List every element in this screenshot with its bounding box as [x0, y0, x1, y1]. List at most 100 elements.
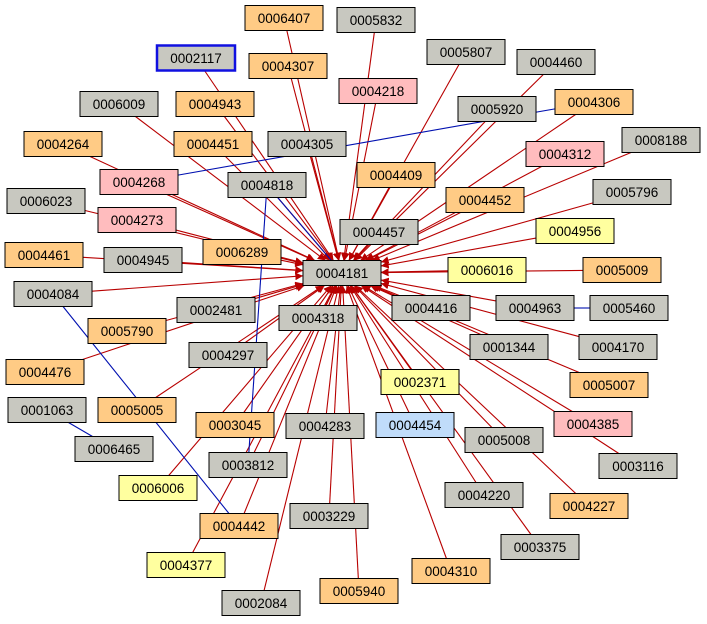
node-box[interactable] [535, 218, 615, 244]
node-box[interactable] [195, 412, 275, 438]
node-0002481[interactable]: 0002481 [176, 297, 256, 323]
node-0004306[interactable]: 0004306 [554, 89, 634, 115]
node-box[interactable] [199, 513, 279, 539]
node-0005008[interactable]: 0005008 [464, 427, 544, 453]
node-0004264[interactable]: 0004264 [23, 131, 103, 157]
node-0004307[interactable]: 0004307 [248, 53, 328, 79]
node-0003045[interactable]: 0003045 [195, 412, 275, 438]
node-box[interactable] [103, 247, 183, 273]
node-box[interactable] [87, 318, 167, 344]
node-0005005[interactable]: 0005005 [97, 397, 177, 423]
node-0005832[interactable]: 0005832 [336, 7, 416, 33]
node-box[interactable] [411, 558, 491, 584]
node-0005920[interactable]: 0005920 [457, 96, 537, 122]
node-0004084[interactable]: 0004084 [13, 281, 93, 307]
node-0005940[interactable]: 0005940 [319, 578, 399, 604]
node-0004227[interactable]: 0004227 [549, 493, 629, 519]
node-0004273[interactable]: 0004273 [97, 207, 177, 233]
node-box[interactable] [221, 590, 301, 616]
node-box[interactable] [319, 578, 399, 604]
node-0004181[interactable]: 0004181 [302, 260, 382, 286]
node-box[interactable] [589, 295, 669, 321]
node-box[interactable] [155, 44, 237, 72]
node-0004442[interactable]: 0004442 [199, 513, 279, 539]
node-box[interactable] [582, 257, 662, 283]
node-box[interactable] [598, 453, 678, 479]
node-box[interactable] [79, 91, 159, 117]
node-0005807[interactable]: 0005807 [426, 39, 506, 65]
node-box[interactable] [118, 475, 198, 501]
node-0006023[interactable]: 0006023 [6, 188, 86, 214]
node-0004305[interactable]: 0004305 [267, 131, 347, 157]
node-box[interactable] [495, 295, 575, 321]
node-0004451[interactable]: 0004451 [173, 131, 253, 157]
node-0003229[interactable]: 0003229 [289, 503, 369, 529]
node-box[interactable] [391, 295, 471, 321]
node-box[interactable] [426, 39, 506, 65]
node-box[interactable] [447, 257, 527, 283]
node-box[interactable] [444, 482, 524, 508]
node-box[interactable] [202, 239, 282, 265]
node-box[interactable] [356, 162, 436, 188]
node-box[interactable] [569, 372, 649, 398]
node-box[interactable] [380, 369, 460, 395]
node-box[interactable] [592, 179, 672, 205]
node-0004297[interactable]: 0004297 [188, 342, 268, 368]
node-0004283[interactable]: 0004283 [285, 413, 365, 439]
node-box[interactable] [302, 260, 382, 286]
node-0004377[interactable]: 0004377 [146, 552, 226, 578]
node-0004963[interactable]: 0004963 [495, 295, 575, 321]
node-box[interactable] [4, 242, 84, 268]
node-0003375[interactable]: 0003375 [500, 534, 580, 560]
node-0006016[interactable]: 0006016 [447, 257, 527, 283]
node-0003812[interactable]: 0003812 [208, 452, 288, 478]
node-0004452[interactable]: 0004452 [445, 187, 525, 213]
node-0004220[interactable]: 0004220 [444, 482, 524, 508]
node-box[interactable] [525, 141, 605, 167]
node-0004385[interactable]: 0004385 [553, 411, 633, 437]
node-0004318[interactable]: 0004318 [278, 305, 358, 331]
node-box[interactable] [176, 297, 256, 323]
node-box[interactable] [338, 78, 418, 104]
node-0004457[interactable]: 0004457 [339, 219, 419, 245]
node-0005460[interactable]: 0005460 [589, 295, 669, 321]
node-0004268[interactable]: 0004268 [99, 169, 179, 195]
node-0003116[interactable]: 0003116 [598, 453, 678, 479]
node-0004170[interactable]: 0004170 [578, 334, 658, 360]
node-0005009[interactable]: 0005009 [582, 257, 662, 283]
node-box[interactable] [5, 359, 85, 385]
node-box[interactable] [175, 91, 255, 117]
node-box[interactable] [516, 49, 596, 75]
node-box[interactable] [621, 127, 701, 153]
node-box[interactable] [339, 219, 419, 245]
node-box[interactable] [445, 187, 525, 213]
node-box[interactable] [173, 131, 253, 157]
node-0004818[interactable]: 0004818 [227, 172, 307, 198]
node-0008188[interactable]: 0008188 [621, 127, 701, 153]
node-0004310[interactable]: 0004310 [411, 558, 491, 584]
node-0006289[interactable]: 0006289 [202, 239, 282, 265]
node-box[interactable] [6, 188, 86, 214]
node-0004218[interactable]: 0004218 [338, 78, 418, 104]
node-0002084[interactable]: 0002084 [221, 590, 301, 616]
node-0006009[interactable]: 0006009 [79, 91, 159, 117]
node-0005007[interactable]: 0005007 [569, 372, 649, 398]
node-0005796[interactable]: 0005796 [592, 179, 672, 205]
node-box[interactable] [549, 493, 629, 519]
node-0004454[interactable]: 0004454 [375, 412, 455, 438]
node-0004416[interactable]: 0004416 [391, 295, 471, 321]
node-0001063[interactable]: 0001063 [7, 397, 87, 423]
node-box[interactable] [188, 342, 268, 368]
node-box[interactable] [469, 334, 549, 360]
node-0004460[interactable]: 0004460 [516, 49, 596, 75]
node-box[interactable] [13, 281, 93, 307]
node-box[interactable] [278, 305, 358, 331]
node-0006465[interactable]: 0006465 [74, 436, 154, 462]
node-box[interactable] [99, 169, 179, 195]
node-box[interactable] [267, 131, 347, 157]
node-0004943[interactable]: 0004943 [175, 91, 255, 117]
node-box[interactable] [23, 131, 103, 157]
node-box[interactable] [336, 7, 416, 33]
node-0002117[interactable]: 0002117 [155, 44, 237, 72]
node-box[interactable] [244, 5, 324, 31]
